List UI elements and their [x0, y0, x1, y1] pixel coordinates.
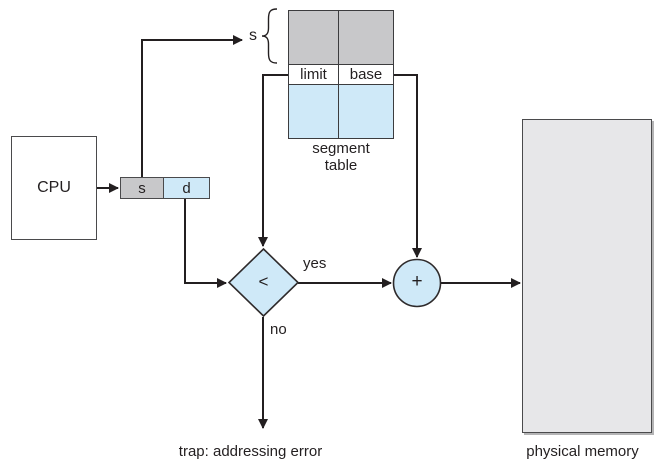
yes-label: yes	[303, 255, 327, 272]
comparator-symbol: <	[258, 272, 269, 291]
arrow-limit-to-comparator	[258, 74, 288, 247]
segment-number-cell: s	[121, 178, 164, 198]
arrow-s-to-segment-index	[141, 35, 243, 177]
limit-header: limit	[289, 65, 339, 84]
segment-table-caption: segment table	[312, 140, 370, 174]
segment-index-label: s	[249, 27, 257, 44]
segment-table-upper-base-cell	[339, 11, 393, 64]
segment-table: limit base	[288, 10, 394, 139]
segment-table-upper-limit-cell	[289, 11, 339, 64]
cpu-box: CPU	[11, 136, 97, 240]
physical-memory-box	[522, 119, 652, 433]
segment-table-entry-row: limit base	[289, 64, 393, 85]
base-header: base	[349, 66, 383, 83]
arrow-base-to-adder	[393, 74, 422, 258]
logical-address-register: s d	[120, 177, 210, 199]
physical-memory-label: physical memory	[526, 443, 639, 460]
adder-circle	[392, 258, 442, 308]
adder-symbol: +	[411, 271, 423, 292]
offset-cell: d	[164, 178, 209, 198]
trap-label: trap: addressing error	[178, 443, 323, 460]
comparator-diamond	[227, 247, 300, 318]
segment-table-lower-rows	[289, 85, 393, 138]
segment-table-upper-rows	[289, 11, 393, 64]
segment-table-lower-limit-cell	[289, 85, 339, 138]
arrow-d-to-comparator	[184, 198, 227, 288]
segment-table-lower-base-cell	[339, 85, 393, 138]
cpu-label: CPU	[37, 179, 71, 196]
segment-index-brace	[261, 8, 278, 64]
no-label: no	[270, 321, 287, 338]
